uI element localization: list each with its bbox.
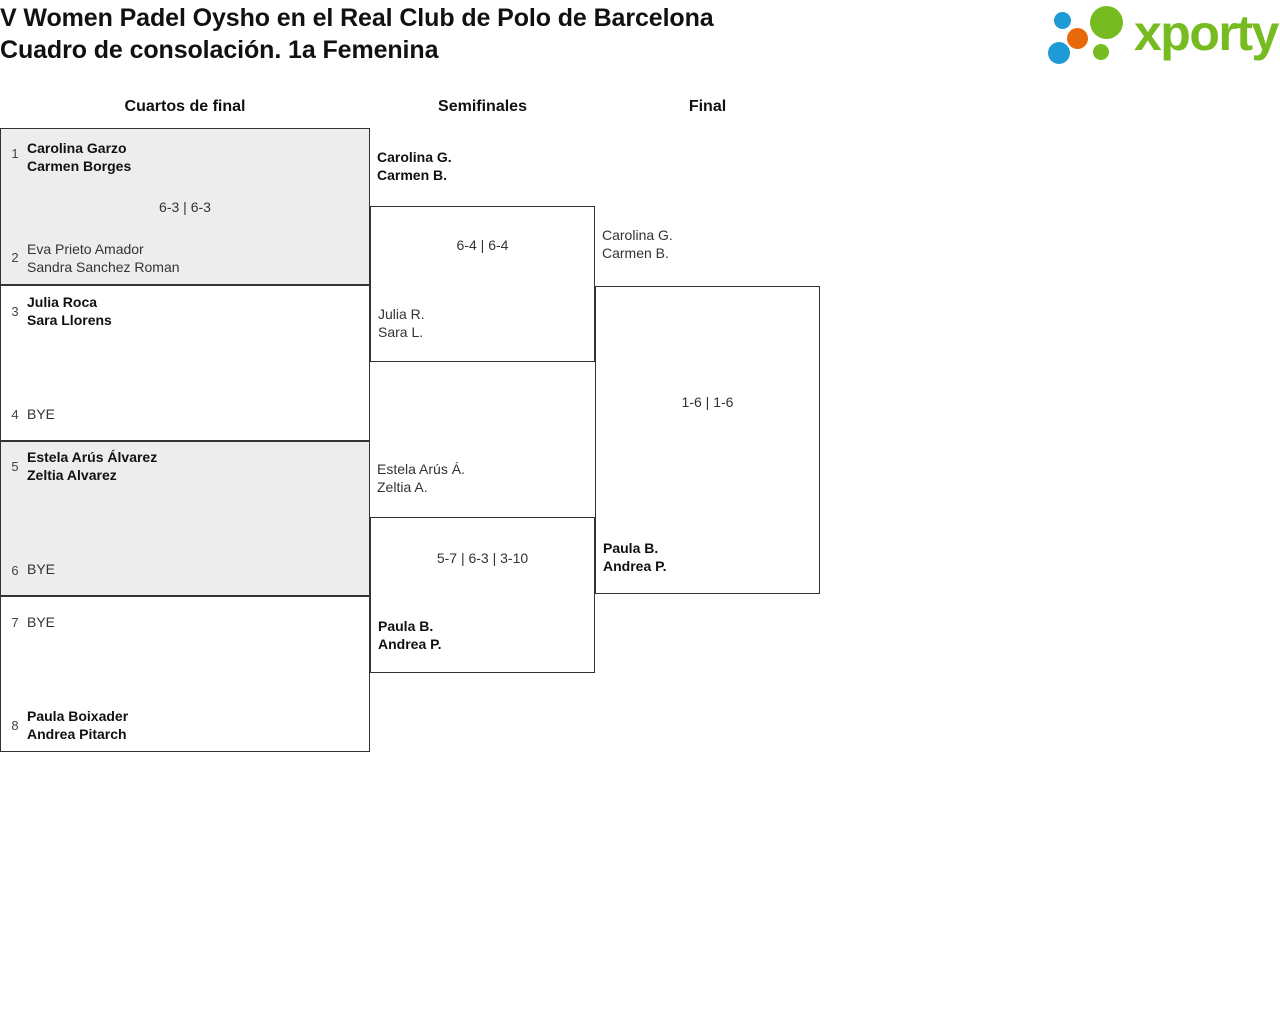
player-name: Estela Arús Álvarez: [27, 449, 158, 465]
round-header-quarterfinals: Cuartos de final: [124, 98, 246, 115]
sf1-score: 6-4 | 6-4: [456, 237, 509, 253]
player-name: Andrea Pitarch: [27, 726, 127, 742]
xporty-logo[interactable]: xporty: [1048, 4, 1279, 66]
match-box-final[interactable]: 1-6 | 1-6 Paula B. Andrea P.: [595, 286, 820, 594]
seed-number: 6: [11, 563, 19, 578]
player-name: BYE: [27, 406, 56, 422]
player-name: BYE: [27, 561, 56, 577]
player-name: Carolina Garzo: [27, 140, 127, 156]
player-name: Carmen B.: [377, 167, 448, 183]
player-name: Carolina G.: [377, 149, 452, 165]
qf1-team-bottom: Eva Prieto Amador Sandra Sanchez Roman: [27, 240, 361, 276]
seed-number: 5: [11, 459, 19, 474]
player-name: Sara L.: [378, 324, 424, 340]
sf1-team-bottom: Julia R. Sara L.: [378, 305, 425, 341]
player-name: Carmen B.: [602, 245, 669, 261]
match-box-sf-1[interactable]: 6-4 | 6-4 Julia R. Sara L.: [370, 206, 595, 362]
seed-number: 4: [11, 407, 19, 422]
player-name: Sara Llorens: [27, 312, 112, 328]
qf3-team-bottom: BYE: [27, 560, 361, 578]
qf4-team-bottom: Paula Boixader Andrea Pitarch: [27, 707, 361, 743]
player-name: Carmen Borges: [27, 158, 132, 174]
player-name: Paula B.: [603, 540, 659, 556]
logo-dot-blue-bottom: [1048, 42, 1070, 64]
sf2-team-top: Estela Arús Á. Zeltia A.: [377, 460, 465, 496]
round-header-final: Final: [688, 98, 727, 115]
qf1-score: 6-3 | 6-3: [159, 199, 211, 215]
match-box-qf-4[interactable]: 7 BYE 8 Paula Boixader Andrea Pitarch: [0, 596, 370, 752]
page-title: V Women Padel Oysho en el Real Club de P…: [0, 2, 900, 66]
qf1-team-top: Carolina Garzo Carmen Borges: [27, 139, 361, 175]
player-name: Julia R.: [378, 306, 425, 322]
logo-dot-green-large: [1090, 6, 1123, 39]
seed-number: 1: [11, 146, 19, 161]
qf3-team-top: Estela Arús Álvarez Zeltia Alvarez: [27, 448, 361, 484]
logo-dot-orange: [1067, 28, 1088, 49]
player-name: Andrea P.: [378, 636, 442, 652]
match-box-qf-1[interactable]: 1 Carolina Garzo Carmen Borges 6-3 | 6-3…: [0, 128, 370, 285]
qf2-team-bottom: BYE: [27, 405, 361, 423]
seed-number: 8: [11, 718, 19, 733]
player-name: Estela Arús Á.: [377, 461, 465, 477]
final-score: 1-6 | 1-6: [681, 394, 734, 410]
qf4-team-top: BYE: [27, 613, 361, 631]
player-name: Julia Roca: [27, 294, 98, 310]
player-name: Zeltia Alvarez: [27, 467, 117, 483]
sf2-team-bottom: Paula B. Andrea P.: [378, 617, 442, 653]
player-name: Andrea P.: [603, 558, 667, 574]
final-team-top: Carolina G. Carmen B.: [602, 226, 673, 262]
page-title-line-1: V Women Padel Oysho en el Real Club de P…: [0, 4, 714, 32]
player-name: Eva Prieto Amador: [27, 241, 144, 257]
logo-wordmark: xporty: [1134, 5, 1279, 61]
logo-dot-green-small: [1093, 44, 1109, 60]
page-title-line-2: Cuadro de consolación. 1a Femenina: [0, 36, 439, 64]
round-header-semifinals: Semifinales: [438, 98, 527, 115]
match-box-qf-2[interactable]: 3 Julia Roca Sara Llorens 4 BYE: [0, 285, 370, 441]
player-name: Paula B.: [378, 618, 434, 634]
final-team-bottom: Paula B. Andrea P.: [603, 539, 667, 575]
player-name: Paula Boixader: [27, 708, 129, 724]
player-name: Carolina G.: [602, 227, 673, 243]
player-name: Zeltia A.: [377, 479, 428, 495]
seed-number: 3: [11, 304, 19, 319]
qf2-team-top: Julia Roca Sara Llorens: [27, 293, 361, 329]
sf1-team-top: Carolina G. Carmen B.: [377, 148, 452, 184]
seed-number: 7: [11, 615, 19, 630]
logo-dot-blue-top: [1054, 12, 1071, 29]
player-name: Sandra Sanchez Roman: [27, 259, 180, 275]
sf2-score: 5-7 | 6-3 | 3-10: [436, 550, 529, 566]
match-box-sf-2[interactable]: 5-7 | 6-3 | 3-10 Paula B. Andrea P.: [370, 517, 595, 673]
player-name: BYE: [27, 614, 56, 630]
seed-number: 2: [11, 250, 19, 265]
match-box-qf-3[interactable]: 5 Estela Arús Álvarez Zeltia Alvarez 6 B…: [0, 441, 370, 596]
